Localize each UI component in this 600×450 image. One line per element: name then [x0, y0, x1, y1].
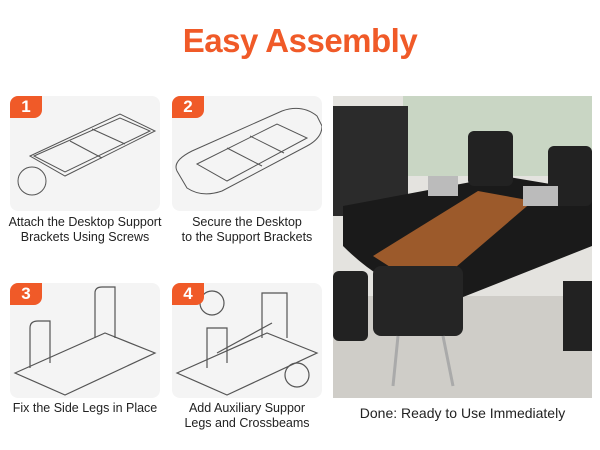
step-number-badge: 1	[10, 96, 42, 118]
caption-line: to the Support Brackets	[181, 230, 313, 244]
step-2-card: 2	[172, 96, 322, 211]
side-legs-illustration	[13, 286, 157, 396]
step-number-badge: 3	[10, 283, 42, 305]
assembled-table-photo	[333, 96, 592, 398]
step-3-caption: Fix the Side Legs in Place	[0, 401, 170, 416]
caption-line: Legs and Crossbeams	[184, 416, 310, 430]
caption-line: Fix the Side Legs in Place	[12, 401, 158, 415]
caption-line: Brackets Using Screws	[20, 230, 150, 244]
step-number-badge: 4	[172, 283, 204, 305]
step-number-badge: 2	[172, 96, 204, 118]
conference-table-scene	[333, 96, 592, 398]
step-3-card: 3	[10, 283, 160, 398]
page-title: Easy Assembly	[182, 22, 418, 59]
step-4-card: 4	[172, 283, 322, 398]
caption-line: Attach the Desktop Support	[8, 215, 162, 229]
crossbeam-illustration	[175, 290, 319, 396]
caption-line: Add Auxiliary Suppor	[188, 401, 306, 415]
desktop-illustration	[175, 107, 322, 195]
bracket-frame-illustration	[17, 113, 157, 196]
done-caption: Done: Ready to Use Immediately	[359, 405, 566, 421]
step-1-card: 1	[10, 96, 160, 211]
caption-line: Secure the Desktop	[192, 215, 302, 229]
